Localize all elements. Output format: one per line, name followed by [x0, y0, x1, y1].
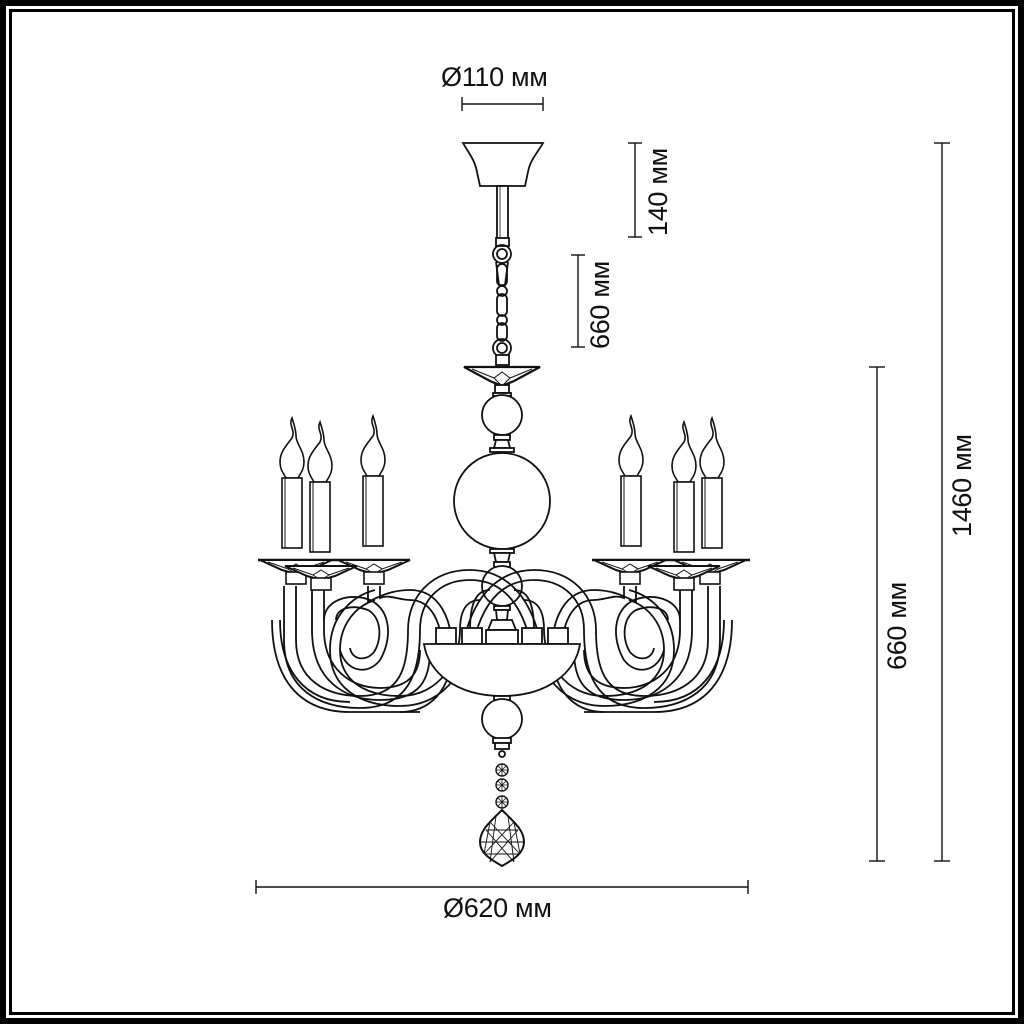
total-height-label: 1460 мм — [947, 434, 977, 537]
bottom-finial — [481, 695, 523, 809]
arms-left — [271, 569, 541, 713]
canopy-height-label: 140 мм — [643, 148, 673, 236]
body-height-label: 660 мм — [882, 582, 912, 670]
inner-frame — [9, 9, 1015, 1015]
candles-left — [258, 415, 411, 591]
arms-right — [463, 569, 733, 713]
candles-right — [592, 415, 750, 591]
bowl — [422, 627, 582, 697]
central-stem — [453, 365, 551, 645]
canopy-diameter-label: Ø110 мм — [441, 62, 548, 92]
chain — [492, 237, 512, 366]
dimension-lines — [255, 97, 950, 894]
chain-length-label: 660 мм — [585, 261, 615, 349]
diameter-label: Ø620 мм — [443, 893, 552, 923]
crystal-drop — [478, 808, 526, 868]
canopy — [461, 142, 545, 241]
